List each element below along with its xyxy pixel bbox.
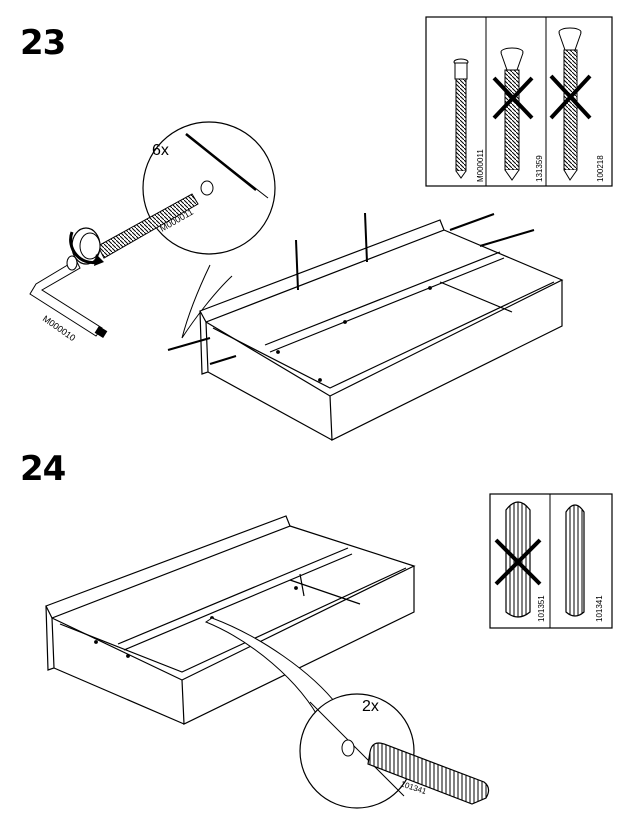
part-code-label: 131359 <box>535 155 544 182</box>
cross-out-mark-icon <box>492 76 534 120</box>
part-code-label: M000011 <box>476 149 485 182</box>
cross-out-mark-icon <box>494 538 542 586</box>
step24-frame-drawing <box>45 515 416 725</box>
step24-detail-callout: 2x 101341 <box>204 617 490 809</box>
step23-frame-drawing <box>167 212 564 441</box>
step-23-number: 23 <box>20 23 66 63</box>
step23-parts-panel: M000011 131359 100218 <box>425 16 613 187</box>
part-code-label: 101341 <box>595 595 604 622</box>
long-screw-icon <box>453 58 469 179</box>
part-code-label: 101351 <box>537 595 546 622</box>
part-code-label: 100218 <box>596 155 605 182</box>
step24-parts-panel: 101351 101341 <box>489 493 613 629</box>
screw-and-allen-key: M000010 <box>29 193 199 343</box>
quantity-label: 6x <box>152 142 169 159</box>
dowel-icon <box>494 501 542 618</box>
quantity-label: 2x <box>362 698 379 715</box>
cross-out-mark-icon <box>549 74 592 120</box>
dowel-icon <box>565 504 585 617</box>
allen-key-icon <box>29 255 108 339</box>
step-24-number: 24 <box>20 449 66 489</box>
dowel-icon <box>367 742 490 805</box>
countersunk-screw-icon <box>492 47 534 181</box>
step23-detail-callout: 6x M000011 <box>142 121 276 339</box>
countersunk-screw-icon <box>549 27 592 181</box>
